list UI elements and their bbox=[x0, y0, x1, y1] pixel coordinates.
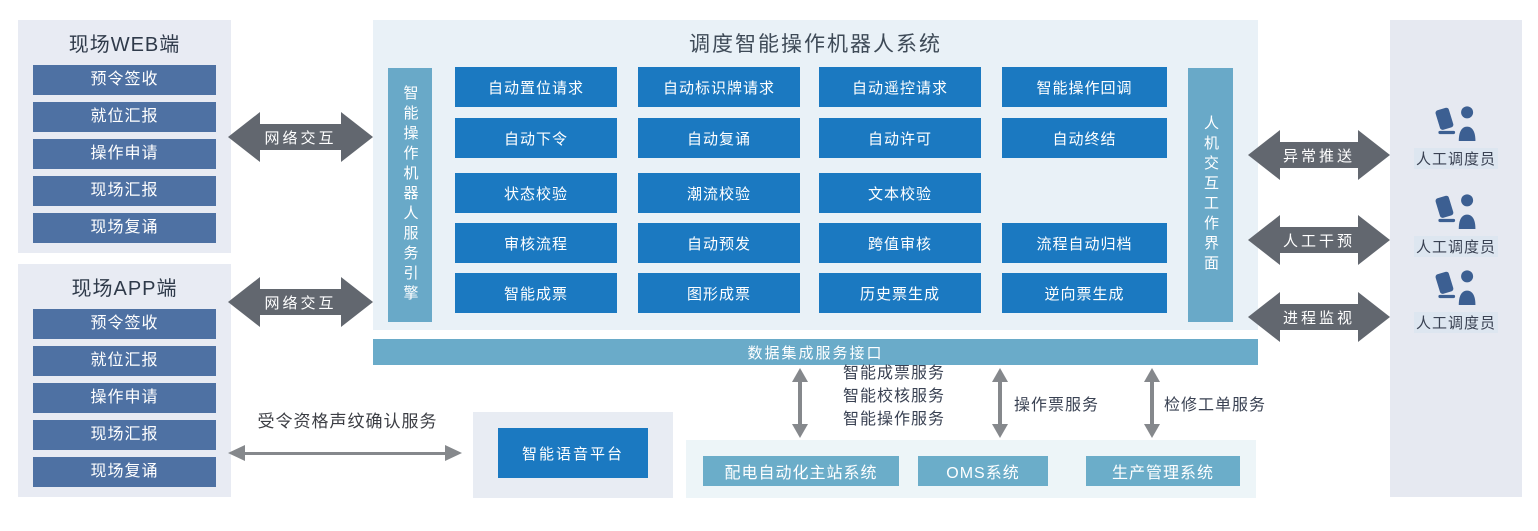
manual-intervention-label: 人工干预 bbox=[1278, 227, 1360, 253]
arrow-up-head-icon bbox=[792, 368, 808, 382]
voice-arrow bbox=[228, 445, 462, 461]
dispatcher-icon bbox=[1435, 270, 1476, 305]
arrow-right-head-icon bbox=[1358, 292, 1390, 342]
network-arrow-label: 网络交互 bbox=[258, 124, 343, 150]
operator-label: 人工调度员 bbox=[1413, 312, 1498, 333]
voice-arrow-label: 受令资格声纹确认服务 bbox=[257, 412, 438, 431]
app-item-2: 操作申请 bbox=[33, 383, 216, 413]
arrow-up-head-icon bbox=[992, 368, 1008, 382]
arrow-up-head-icon bbox=[1144, 368, 1160, 382]
app-item-3: 现场汇报 bbox=[33, 420, 216, 450]
feature-button: 自动下令 bbox=[455, 118, 617, 158]
service-label-stack: 智能成票服务 智能校核服务 智能操作服务 bbox=[843, 362, 945, 431]
external-systems-panel: 配电自动化主站系统 OMS系统 生产管理系统 bbox=[686, 440, 1256, 498]
voice-platform-button: 智能语音平台 bbox=[498, 428, 648, 478]
web-item-0: 预令签收 bbox=[33, 65, 216, 95]
data-bus-bar: 数据集成服务接口 bbox=[373, 339, 1258, 365]
system-button: OMS系统 bbox=[918, 456, 1048, 486]
system-button: 配电自动化主站系统 bbox=[703, 456, 899, 486]
robot-system-panel: 调度智能操作机器人系统 智能操作机器人服务引擎 人机交互工作界面 自动置位请求 … bbox=[373, 20, 1258, 330]
manual-intervention-arrow: 人工干预 bbox=[1248, 215, 1390, 265]
feature-button: 自动许可 bbox=[819, 118, 981, 158]
network-arrow-web: 网络交互 bbox=[228, 112, 373, 162]
service-label: 智能操作服务 bbox=[843, 411, 946, 428]
feature-button: 状态校验 bbox=[455, 173, 617, 213]
arrow-right-head-icon bbox=[341, 277, 373, 327]
arrow-down-head-icon bbox=[792, 424, 808, 438]
arrow-right-head-icon bbox=[445, 445, 462, 461]
exception-push-arrow: 异常推送 bbox=[1248, 130, 1390, 180]
web-item-3: 现场汇报 bbox=[33, 176, 216, 206]
service-label: 智能校核服务 bbox=[843, 388, 946, 405]
app-item-1: 就位汇报 bbox=[33, 346, 216, 376]
operator-unit: 人工调度员 bbox=[1390, 104, 1522, 169]
arrow-left-head-icon bbox=[228, 277, 260, 327]
arrow-down-head-icon bbox=[992, 424, 1008, 438]
feature-button: 智能操作回调 bbox=[1002, 67, 1167, 107]
feature-button: 自动遥控请求 bbox=[819, 67, 981, 107]
network-arrow-app: 网络交互 bbox=[228, 277, 373, 327]
bus-arrow-left bbox=[792, 368, 808, 438]
arrow-right-head-icon bbox=[1358, 130, 1390, 180]
operator-unit: 人工调度员 bbox=[1390, 192, 1522, 257]
system-button: 生产管理系统 bbox=[1086, 456, 1240, 486]
service-label: 检修工单服务 bbox=[1164, 397, 1267, 414]
feature-button: 审核流程 bbox=[455, 223, 617, 263]
feature-button: 文本校验 bbox=[819, 173, 981, 213]
web-item-4: 现场复诵 bbox=[33, 213, 216, 243]
service-engine-bar: 智能操作机器人服务引擎 bbox=[388, 68, 432, 322]
feature-button: 流程自动归档 bbox=[1002, 223, 1167, 263]
arrow-line bbox=[798, 380, 802, 426]
bus-arrow-right bbox=[1144, 368, 1160, 438]
exception-push-label: 异常推送 bbox=[1278, 142, 1360, 168]
process-monitor-label: 进程监视 bbox=[1278, 304, 1360, 330]
feature-button: 潮流校验 bbox=[638, 173, 800, 213]
feature-button: 自动预发 bbox=[638, 223, 800, 263]
arrow-left-head-icon bbox=[1248, 130, 1280, 180]
field-app-panel: 现场APP端 预令签收 就位汇报 操作申请 现场汇报 现场复诵 bbox=[18, 264, 231, 497]
dispatcher-panel: 人工调度员 人工调度员 人工调度 bbox=[1390, 20, 1522, 497]
feature-button: 自动复诵 bbox=[638, 118, 800, 158]
web-item-1: 就位汇报 bbox=[33, 102, 216, 132]
feature-button: 自动标识牌请求 bbox=[638, 67, 800, 107]
arrow-left-head-icon bbox=[228, 445, 245, 461]
feature-button: 自动终结 bbox=[1002, 118, 1167, 158]
service-label: 操作票服务 bbox=[1014, 397, 1100, 414]
feature-button: 图形成票 bbox=[638, 273, 800, 313]
network-arrow-label: 网络交互 bbox=[258, 289, 343, 315]
arrow-line bbox=[998, 380, 1002, 426]
service-label: 智能成票服务 bbox=[843, 365, 946, 382]
arrow-down-head-icon bbox=[1144, 424, 1160, 438]
voice-platform-panel: 智能语音平台 bbox=[473, 412, 673, 498]
feature-button: 逆向票生成 bbox=[1002, 273, 1167, 313]
arrow-right-head-icon bbox=[1358, 215, 1390, 265]
arrow-right-head-icon bbox=[341, 112, 373, 162]
arrow-line bbox=[242, 452, 448, 455]
arrow-line bbox=[1150, 380, 1154, 426]
bus-arrow-mid bbox=[992, 368, 1008, 438]
feature-button: 历史票生成 bbox=[819, 273, 981, 313]
dispatcher-icon bbox=[1435, 106, 1476, 141]
feature-button: 智能成票 bbox=[455, 273, 617, 313]
field-web-panel: 现场WEB端 预令签收 就位汇报 操作申请 现场汇报 现场复诵 bbox=[18, 20, 231, 253]
operator-label: 人工调度员 bbox=[1413, 148, 1498, 169]
field-web-title: 现场WEB端 bbox=[68, 34, 181, 56]
dispatcher-icon bbox=[1435, 194, 1476, 229]
process-monitor-arrow: 进程监视 bbox=[1248, 292, 1390, 342]
arrow-left-head-icon bbox=[228, 112, 260, 162]
robot-system-title: 调度智能操作机器人系统 bbox=[689, 33, 942, 56]
operator-label: 人工调度员 bbox=[1413, 236, 1498, 257]
feature-button: 跨值审核 bbox=[819, 223, 981, 263]
web-item-2: 操作申请 bbox=[33, 139, 216, 169]
app-item-4: 现场复诵 bbox=[33, 457, 216, 487]
hmi-bar: 人机交互工作界面 bbox=[1188, 68, 1233, 322]
field-app-title: 现场APP端 bbox=[71, 278, 178, 300]
operator-unit: 人工调度员 bbox=[1390, 268, 1522, 333]
arrow-left-head-icon bbox=[1248, 292, 1280, 342]
arrow-left-head-icon bbox=[1248, 215, 1280, 265]
feature-button: 自动置位请求 bbox=[455, 67, 617, 107]
app-item-0: 预令签收 bbox=[33, 309, 216, 339]
